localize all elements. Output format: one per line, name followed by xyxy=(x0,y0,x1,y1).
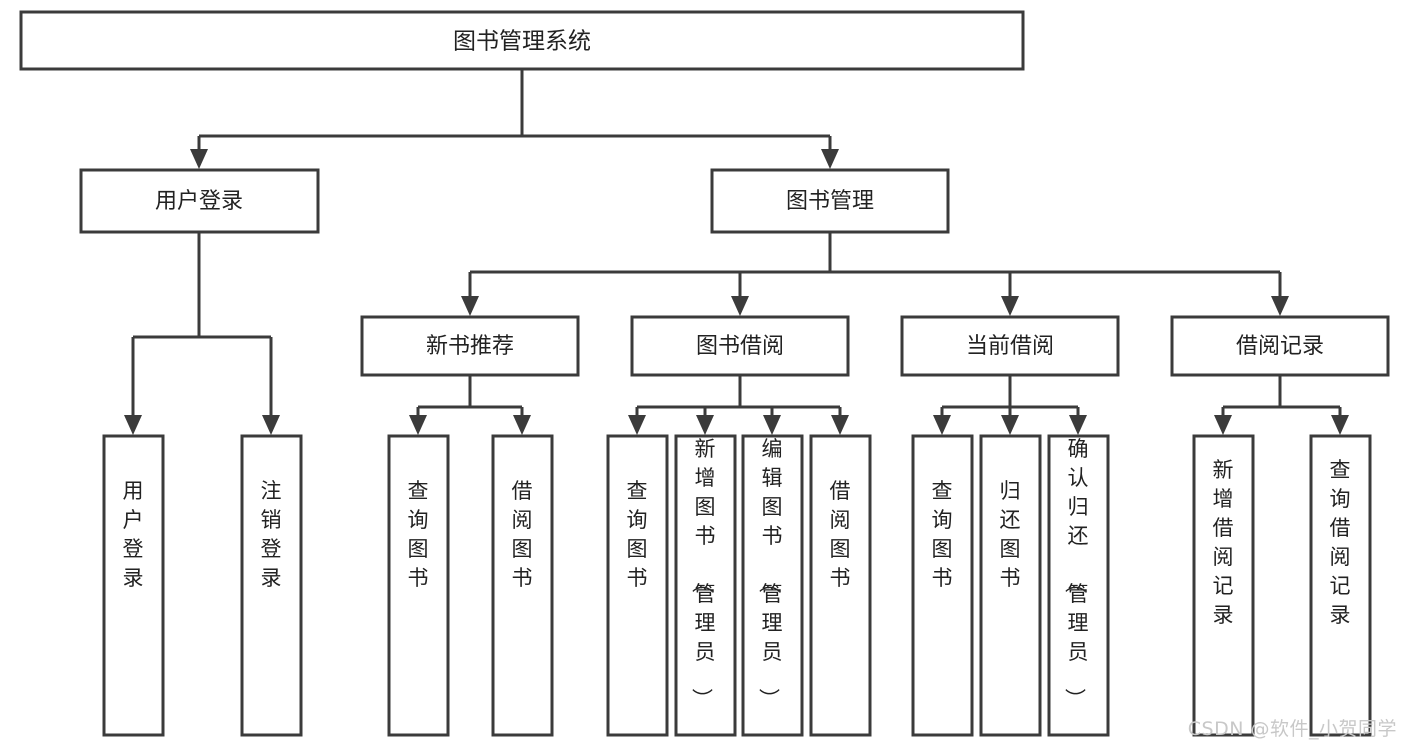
node-current-borrow-box xyxy=(900,315,1120,377)
leaf-node[interactable]: 新增图书（管理员） xyxy=(674,434,737,737)
leaf-node[interactable]: 借阅图书 xyxy=(491,434,554,737)
arrow-leaf-bookborrow-3 xyxy=(763,415,781,435)
csdn-watermark: CSDN @软件_小贺同学 xyxy=(1187,718,1397,740)
leaf-box xyxy=(387,434,450,737)
node-root-label: 图书管理系统 xyxy=(453,29,591,55)
leaf-box xyxy=(1309,434,1372,737)
node-root-box xyxy=(19,10,1025,71)
arrow-leaf-user-login-1 xyxy=(124,415,142,435)
leaf-label: 查询图书 xyxy=(408,479,429,590)
leaf-node[interactable]: 注销登录 xyxy=(240,434,303,737)
arrow-leaf-currentborrow-1 xyxy=(933,415,951,435)
node-borrow-record[interactable]: 借阅记录 xyxy=(1170,315,1390,377)
leaf-box xyxy=(911,434,974,737)
leaf-box xyxy=(674,434,737,737)
leaf-node[interactable]: 查询图书 xyxy=(387,434,450,737)
node-borrow-record-box xyxy=(1170,315,1390,377)
node-book-manage[interactable]: 图书管理 xyxy=(710,168,950,234)
node-user-login-label: 用户登录 xyxy=(155,189,243,214)
arrow-leaf-currentborrow-3 xyxy=(1069,415,1087,435)
arrow-leaf-borrowrecord-2 xyxy=(1331,415,1349,435)
node-new-book-recommend[interactable]: 新书推荐 xyxy=(360,315,580,377)
leaf-node[interactable]: 查询图书 xyxy=(606,434,669,737)
arrow-leaf-newbook-1 xyxy=(409,415,427,435)
arrow-to-bookborrow xyxy=(731,296,749,316)
arrow-to-borrowrecord xyxy=(1271,296,1289,316)
node-new-book-recommend-label: 新书推荐 xyxy=(426,334,514,359)
leaf-node[interactable]: 查询图书 xyxy=(911,434,974,737)
leaf-box xyxy=(809,434,872,737)
leaf-box xyxy=(240,434,303,737)
node-current-borrow-label: 当前借阅 xyxy=(966,334,1054,359)
leaf-label: 查询图书 xyxy=(627,479,648,590)
leaf-label: 新增借阅记录 xyxy=(1213,458,1234,627)
leaf-node[interactable]: 查询借阅记录 xyxy=(1309,434,1372,737)
node-borrow-record-label: 借阅记录 xyxy=(1236,334,1324,359)
leaf-box xyxy=(1047,434,1110,737)
leaf-label: 借阅图书 xyxy=(830,479,851,590)
leaf-label: 注销登录 xyxy=(261,479,282,590)
arrow-to-user-login xyxy=(190,149,208,169)
arrow-leaf-bookborrow-2 xyxy=(696,415,714,435)
leaf-box xyxy=(979,434,1042,737)
node-book-manage-label: 图书管理 xyxy=(786,189,874,214)
node-current-borrow[interactable]: 当前借阅 xyxy=(900,315,1120,377)
leaf-node[interactable]: 确认归还（管理员） xyxy=(1047,434,1110,737)
leaf-box xyxy=(741,434,804,737)
node-book-borrow-box xyxy=(630,315,850,377)
leaf-node[interactable]: 编辑图书（管理员） xyxy=(741,434,804,737)
connector-layer xyxy=(124,70,1349,435)
arrow-to-book-manage xyxy=(821,149,839,169)
arrow-leaf-bookborrow-1 xyxy=(628,415,646,435)
arrow-leaf-newbook-2 xyxy=(513,415,531,435)
leaf-box xyxy=(1192,434,1255,737)
leaf-node[interactable]: 借阅图书 xyxy=(809,434,872,737)
arrow-to-newbook xyxy=(461,296,479,316)
leaf-label: 归还图书 xyxy=(1000,479,1021,590)
arrow-leaf-bookborrow-4 xyxy=(831,415,849,435)
leaf-box xyxy=(491,434,554,737)
leaf-label: 借阅图书 xyxy=(512,479,533,590)
leaf-label: 确认归还（管理员） xyxy=(1063,437,1089,709)
leaf-node[interactable]: 新增借阅记录 xyxy=(1192,434,1255,737)
leaf-box xyxy=(606,434,669,737)
arrow-leaf-currentborrow-2 xyxy=(1001,415,1019,435)
arrow-leaf-borrowrecord-1 xyxy=(1214,415,1232,435)
node-root[interactable]: 图书管理系统 xyxy=(19,10,1025,71)
leaf-node[interactable]: 归还图书 xyxy=(979,434,1042,737)
leaf-label: 编辑图书（管理员） xyxy=(757,437,783,709)
leaf-node[interactable]: 用户登录 xyxy=(102,434,165,737)
leaf-label: 新增图书（管理员） xyxy=(690,437,716,709)
node-book-borrow[interactable]: 图书借阅 xyxy=(630,315,850,377)
arrow-to-currentborrow xyxy=(1001,296,1019,316)
leaf-label: 查询图书 xyxy=(932,479,953,590)
node-new-book-recommend-box xyxy=(360,315,580,377)
leaf-box xyxy=(102,434,165,737)
node-user-login-box xyxy=(79,168,320,234)
arrow-leaf-user-login-2 xyxy=(262,415,280,435)
node-book-borrow-label: 图书借阅 xyxy=(696,334,784,359)
node-user-login[interactable]: 用户登录 xyxy=(79,168,320,234)
leaf-label: 查询借阅记录 xyxy=(1330,458,1351,627)
leaf-label: 用户登录 xyxy=(123,479,144,590)
node-book-manage-box xyxy=(710,168,950,234)
